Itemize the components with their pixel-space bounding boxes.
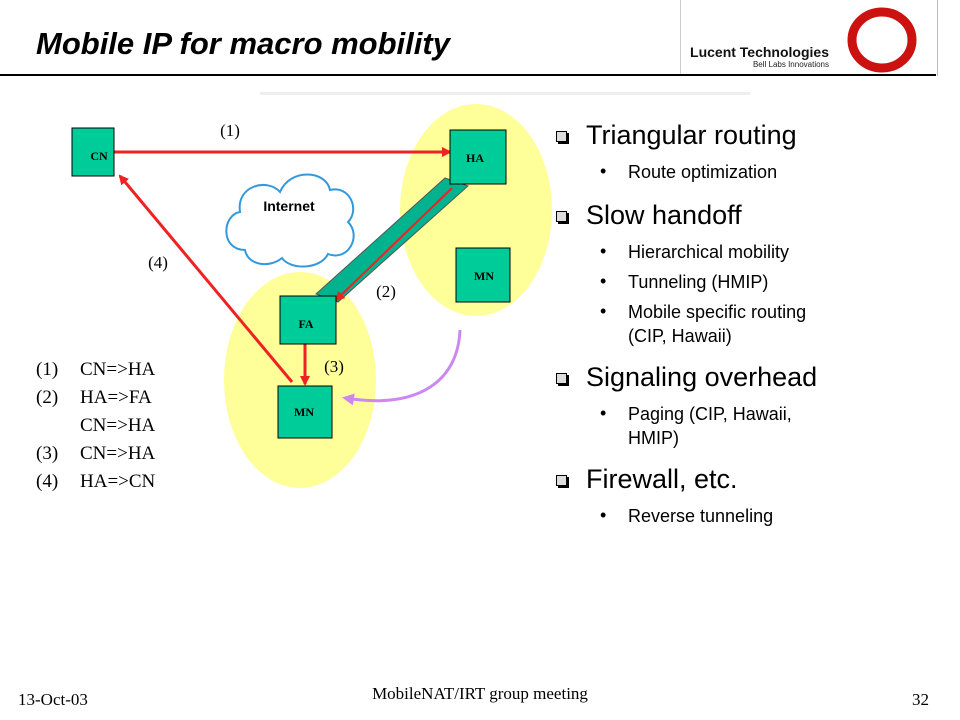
legend-row: (2)HA=>FA xyxy=(36,387,152,408)
bullet-item: Slow handoff xyxy=(556,198,936,232)
dot-bullet-icon: • xyxy=(600,301,607,321)
logo-tagline: Bell Labs Innovations xyxy=(752,60,829,69)
node-mn-home xyxy=(455,247,511,303)
legend-row: (3)CN=>HA xyxy=(36,443,156,464)
edge-label-4: (4) xyxy=(148,253,168,272)
dot-bullet-icon: • xyxy=(600,403,607,423)
page-number: 32 xyxy=(912,690,929,709)
dot-bullet-icon: • xyxy=(600,505,607,525)
bullet-item: Signaling overhead xyxy=(556,360,936,394)
footer-date: 13-Oct-03 xyxy=(18,690,88,709)
node-mn-foreign xyxy=(277,385,333,439)
title-underline-shadow xyxy=(260,92,750,95)
header-divider xyxy=(0,74,936,76)
logo-company-name: Lucent Technologies xyxy=(690,44,829,60)
footer-meeting-title: MobileNAT/IRT group meeting xyxy=(372,684,588,703)
home-cell xyxy=(400,104,552,316)
square-bullet-icon xyxy=(556,475,567,486)
bullet-list: Triangular routing •Route optimization S… xyxy=(556,118,936,534)
internet-cloud-icon xyxy=(225,173,355,268)
sub-bullet-item: •Mobile specific routing (CIP, Hawaii) xyxy=(600,301,807,346)
sub-bullet-item: •Route optimization xyxy=(600,161,778,182)
square-bullet-icon xyxy=(556,131,567,142)
legend-row: (1)CN=>HA xyxy=(36,359,156,380)
node-fa-label: FA xyxy=(298,317,313,331)
sub-bullet-item: •Hierarchical mobility xyxy=(600,241,790,262)
node-cn-label: CN xyxy=(90,149,108,163)
message-flow-legend: (1)CN=>HA (2)HA=>FA CN=>HA (3)CN=>HA (4)… xyxy=(36,356,155,496)
node-fa xyxy=(279,295,337,345)
node-mn-home-label: MN xyxy=(474,269,494,283)
node-ha xyxy=(449,129,507,185)
arrow-4-mn-to-cn xyxy=(118,174,294,383)
bullet-item: Triangular routing xyxy=(556,118,936,152)
sub-bullet-item: •Tunneling (HMIP) xyxy=(600,271,769,292)
legend-row: (4)HA=>CN xyxy=(36,471,156,492)
dot-bullet-icon: • xyxy=(600,241,607,261)
dot-bullet-icon: • xyxy=(600,271,607,291)
sub-bullet-item: •Reverse tunneling xyxy=(600,505,774,526)
legend-row: CN=>HA xyxy=(80,415,156,436)
node-ha-label: HA xyxy=(466,151,484,165)
internet-label: Internet xyxy=(263,198,315,214)
edge-label-3: (3) xyxy=(324,357,344,376)
sub-bullet-item: •Paging (CIP, Hawaii, HMIP) xyxy=(600,403,792,448)
mobility-arrow xyxy=(342,329,462,406)
lucent-ring-logo xyxy=(847,7,917,73)
square-bullet-icon xyxy=(556,211,567,222)
square-bullet-icon xyxy=(556,373,567,384)
bullet-item: Firewall, etc. xyxy=(556,462,936,496)
edge-label-1: (1) xyxy=(220,121,240,140)
dot-bullet-icon: • xyxy=(600,161,607,181)
slide-title: Mobile IP for macro mobility xyxy=(36,26,450,61)
edge-label-2: (2) xyxy=(376,282,396,301)
node-cn xyxy=(71,127,115,177)
node-mn-foreign-label: MN xyxy=(294,405,314,419)
arrow-2-ha-to-fa xyxy=(334,187,453,302)
